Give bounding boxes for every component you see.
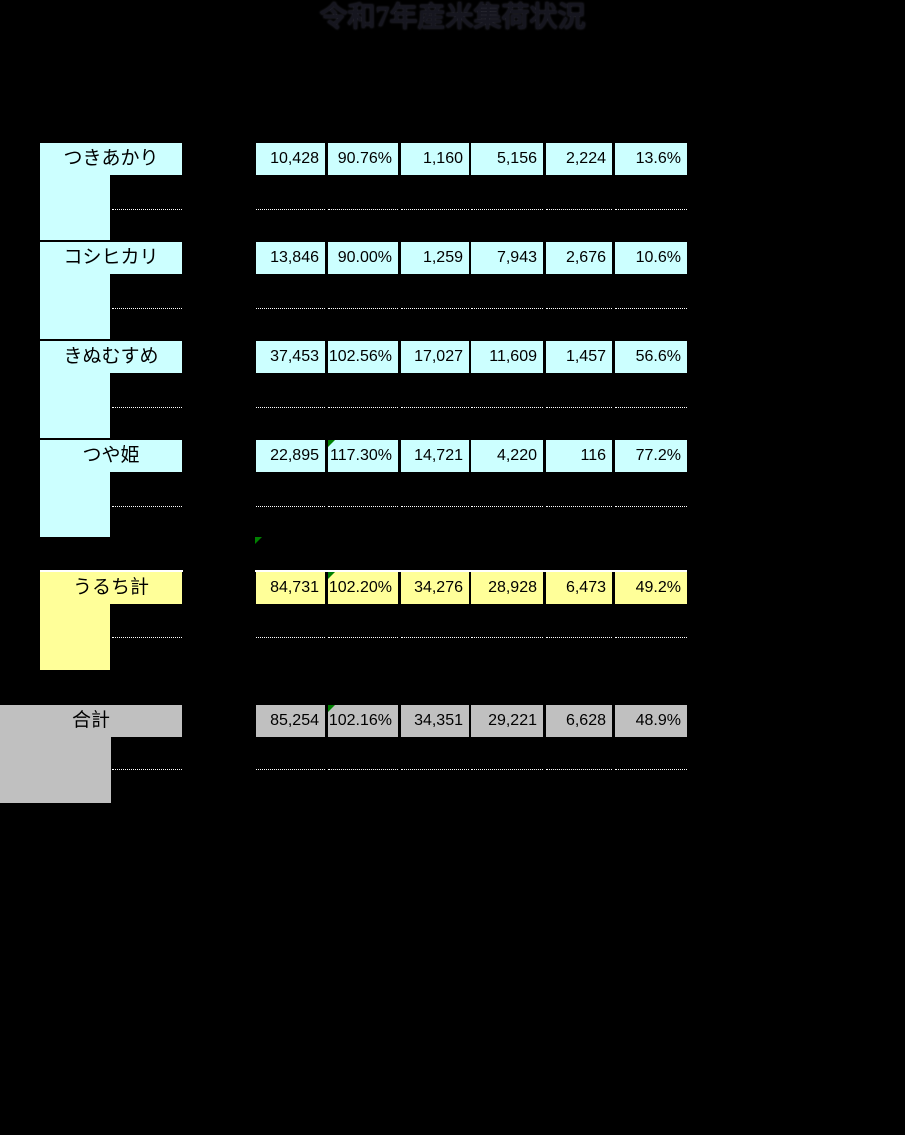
dotted-divider <box>401 637 469 638</box>
dotted-divider <box>546 769 612 770</box>
value-cell[interactable]: 6,473 <box>546 572 612 604</box>
dotted-divider <box>401 506 469 507</box>
dotted-divider <box>328 407 398 408</box>
value-cell[interactable]: 2,676 <box>546 242 612 274</box>
value-cell[interactable]: 11,609 <box>471 341 543 373</box>
dotted-divider <box>615 407 687 408</box>
dotted-divider <box>328 506 398 507</box>
value-cell[interactable]: 85,254 <box>256 705 325 737</box>
value-cell[interactable]: 10,428 <box>256 143 325 175</box>
row-top-border <box>255 570 687 572</box>
dotted-divider <box>471 506 543 507</box>
error-indicator-icon <box>328 705 335 712</box>
value-cell[interactable]: 28,928 <box>471 572 543 604</box>
dotted-divider <box>112 209 182 210</box>
dotted-divider <box>471 769 543 770</box>
dotted-divider <box>471 637 543 638</box>
dotted-divider <box>256 407 325 408</box>
error-indicator-icon <box>328 572 335 579</box>
row-label-cell[interactable]: つや姫 <box>40 440 182 472</box>
value-cell[interactable]: 117.30% <box>328 440 398 472</box>
dotted-divider <box>256 506 325 507</box>
value-cell[interactable]: 102.20% <box>328 572 398 604</box>
value-cell[interactable]: 7,943 <box>471 242 543 274</box>
value-cell[interactable]: 90.76% <box>328 143 398 175</box>
error-indicator-icon <box>328 440 335 447</box>
dotted-divider <box>112 407 182 408</box>
dotted-divider <box>256 209 325 210</box>
value-cell[interactable]: 48.9% <box>615 705 687 737</box>
value-cell[interactable]: 14,721 <box>401 440 469 472</box>
dotted-divider <box>471 308 543 309</box>
value-cell[interactable]: 102.56% <box>328 341 398 373</box>
value-cell[interactable]: 5,156 <box>471 143 543 175</box>
dotted-divider <box>328 769 398 770</box>
row-label-cell[interactable]: つきあかり <box>40 143 182 175</box>
dotted-divider <box>401 209 469 210</box>
value-cell[interactable]: 22,895 <box>256 440 325 472</box>
row-label-cell[interactable]: きぬむすめ <box>40 341 182 373</box>
dotted-divider <box>401 769 469 770</box>
value-cell[interactable]: 13.6% <box>615 143 687 175</box>
value-cell[interactable]: 34,276 <box>401 572 469 604</box>
dotted-divider <box>112 506 182 507</box>
dotted-divider <box>256 769 325 770</box>
value-cell[interactable]: 116 <box>546 440 612 472</box>
row-label-cell[interactable]: うるち計 <box>40 572 182 604</box>
value-cell[interactable]: 13,846 <box>256 242 325 274</box>
dotted-divider <box>471 209 543 210</box>
error-indicator-icon <box>255 537 262 544</box>
dotted-divider <box>471 407 543 408</box>
value-cell[interactable]: 17,027 <box>401 341 469 373</box>
value-cell[interactable]: 4,220 <box>471 440 543 472</box>
dotted-divider <box>546 407 612 408</box>
row-label-cell[interactable]: 合計 <box>0 705 182 737</box>
dotted-divider <box>112 769 182 770</box>
value-cell[interactable]: 77.2% <box>615 440 687 472</box>
dotted-divider <box>112 637 182 638</box>
page-title: 令和7年産米集荷状況 <box>319 2 586 33</box>
value-cell[interactable]: 6,628 <box>546 705 612 737</box>
dotted-divider <box>112 308 182 309</box>
dotted-divider <box>615 308 687 309</box>
value-cell[interactable]: 1,457 <box>546 341 612 373</box>
value-cell[interactable]: 102.16% <box>328 705 398 737</box>
dotted-divider <box>615 769 687 770</box>
row-label-cell[interactable]: コシヒカリ <box>40 242 182 274</box>
value-cell[interactable]: 84,731 <box>256 572 325 604</box>
value-cell[interactable]: 2,224 <box>546 143 612 175</box>
value-cell[interactable]: 34,351 <box>401 705 469 737</box>
dotted-divider <box>401 407 469 408</box>
value-cell[interactable]: 1,259 <box>401 242 469 274</box>
value-cell[interactable]: 90.00% <box>328 242 398 274</box>
row-top-border <box>40 570 183 572</box>
value-cell[interactable]: 37,453 <box>256 341 325 373</box>
dotted-divider <box>256 308 325 309</box>
value-cell[interactable]: 49.2% <box>615 572 687 604</box>
dotted-divider <box>546 506 612 507</box>
dotted-divider <box>328 209 398 210</box>
dotted-divider <box>401 308 469 309</box>
dotted-divider <box>546 209 612 210</box>
value-cell[interactable]: 10.6% <box>615 242 687 274</box>
value-cell[interactable]: 29,221 <box>471 705 543 737</box>
dotted-divider <box>546 308 612 309</box>
value-cell[interactable]: 1,160 <box>401 143 469 175</box>
dotted-divider <box>256 637 325 638</box>
dotted-divider <box>328 637 398 638</box>
dotted-divider <box>615 506 687 507</box>
dotted-divider <box>546 637 612 638</box>
value-cell[interactable]: 56.6% <box>615 341 687 373</box>
dotted-divider <box>615 209 687 210</box>
dotted-divider <box>328 308 398 309</box>
dotted-divider <box>615 637 687 638</box>
